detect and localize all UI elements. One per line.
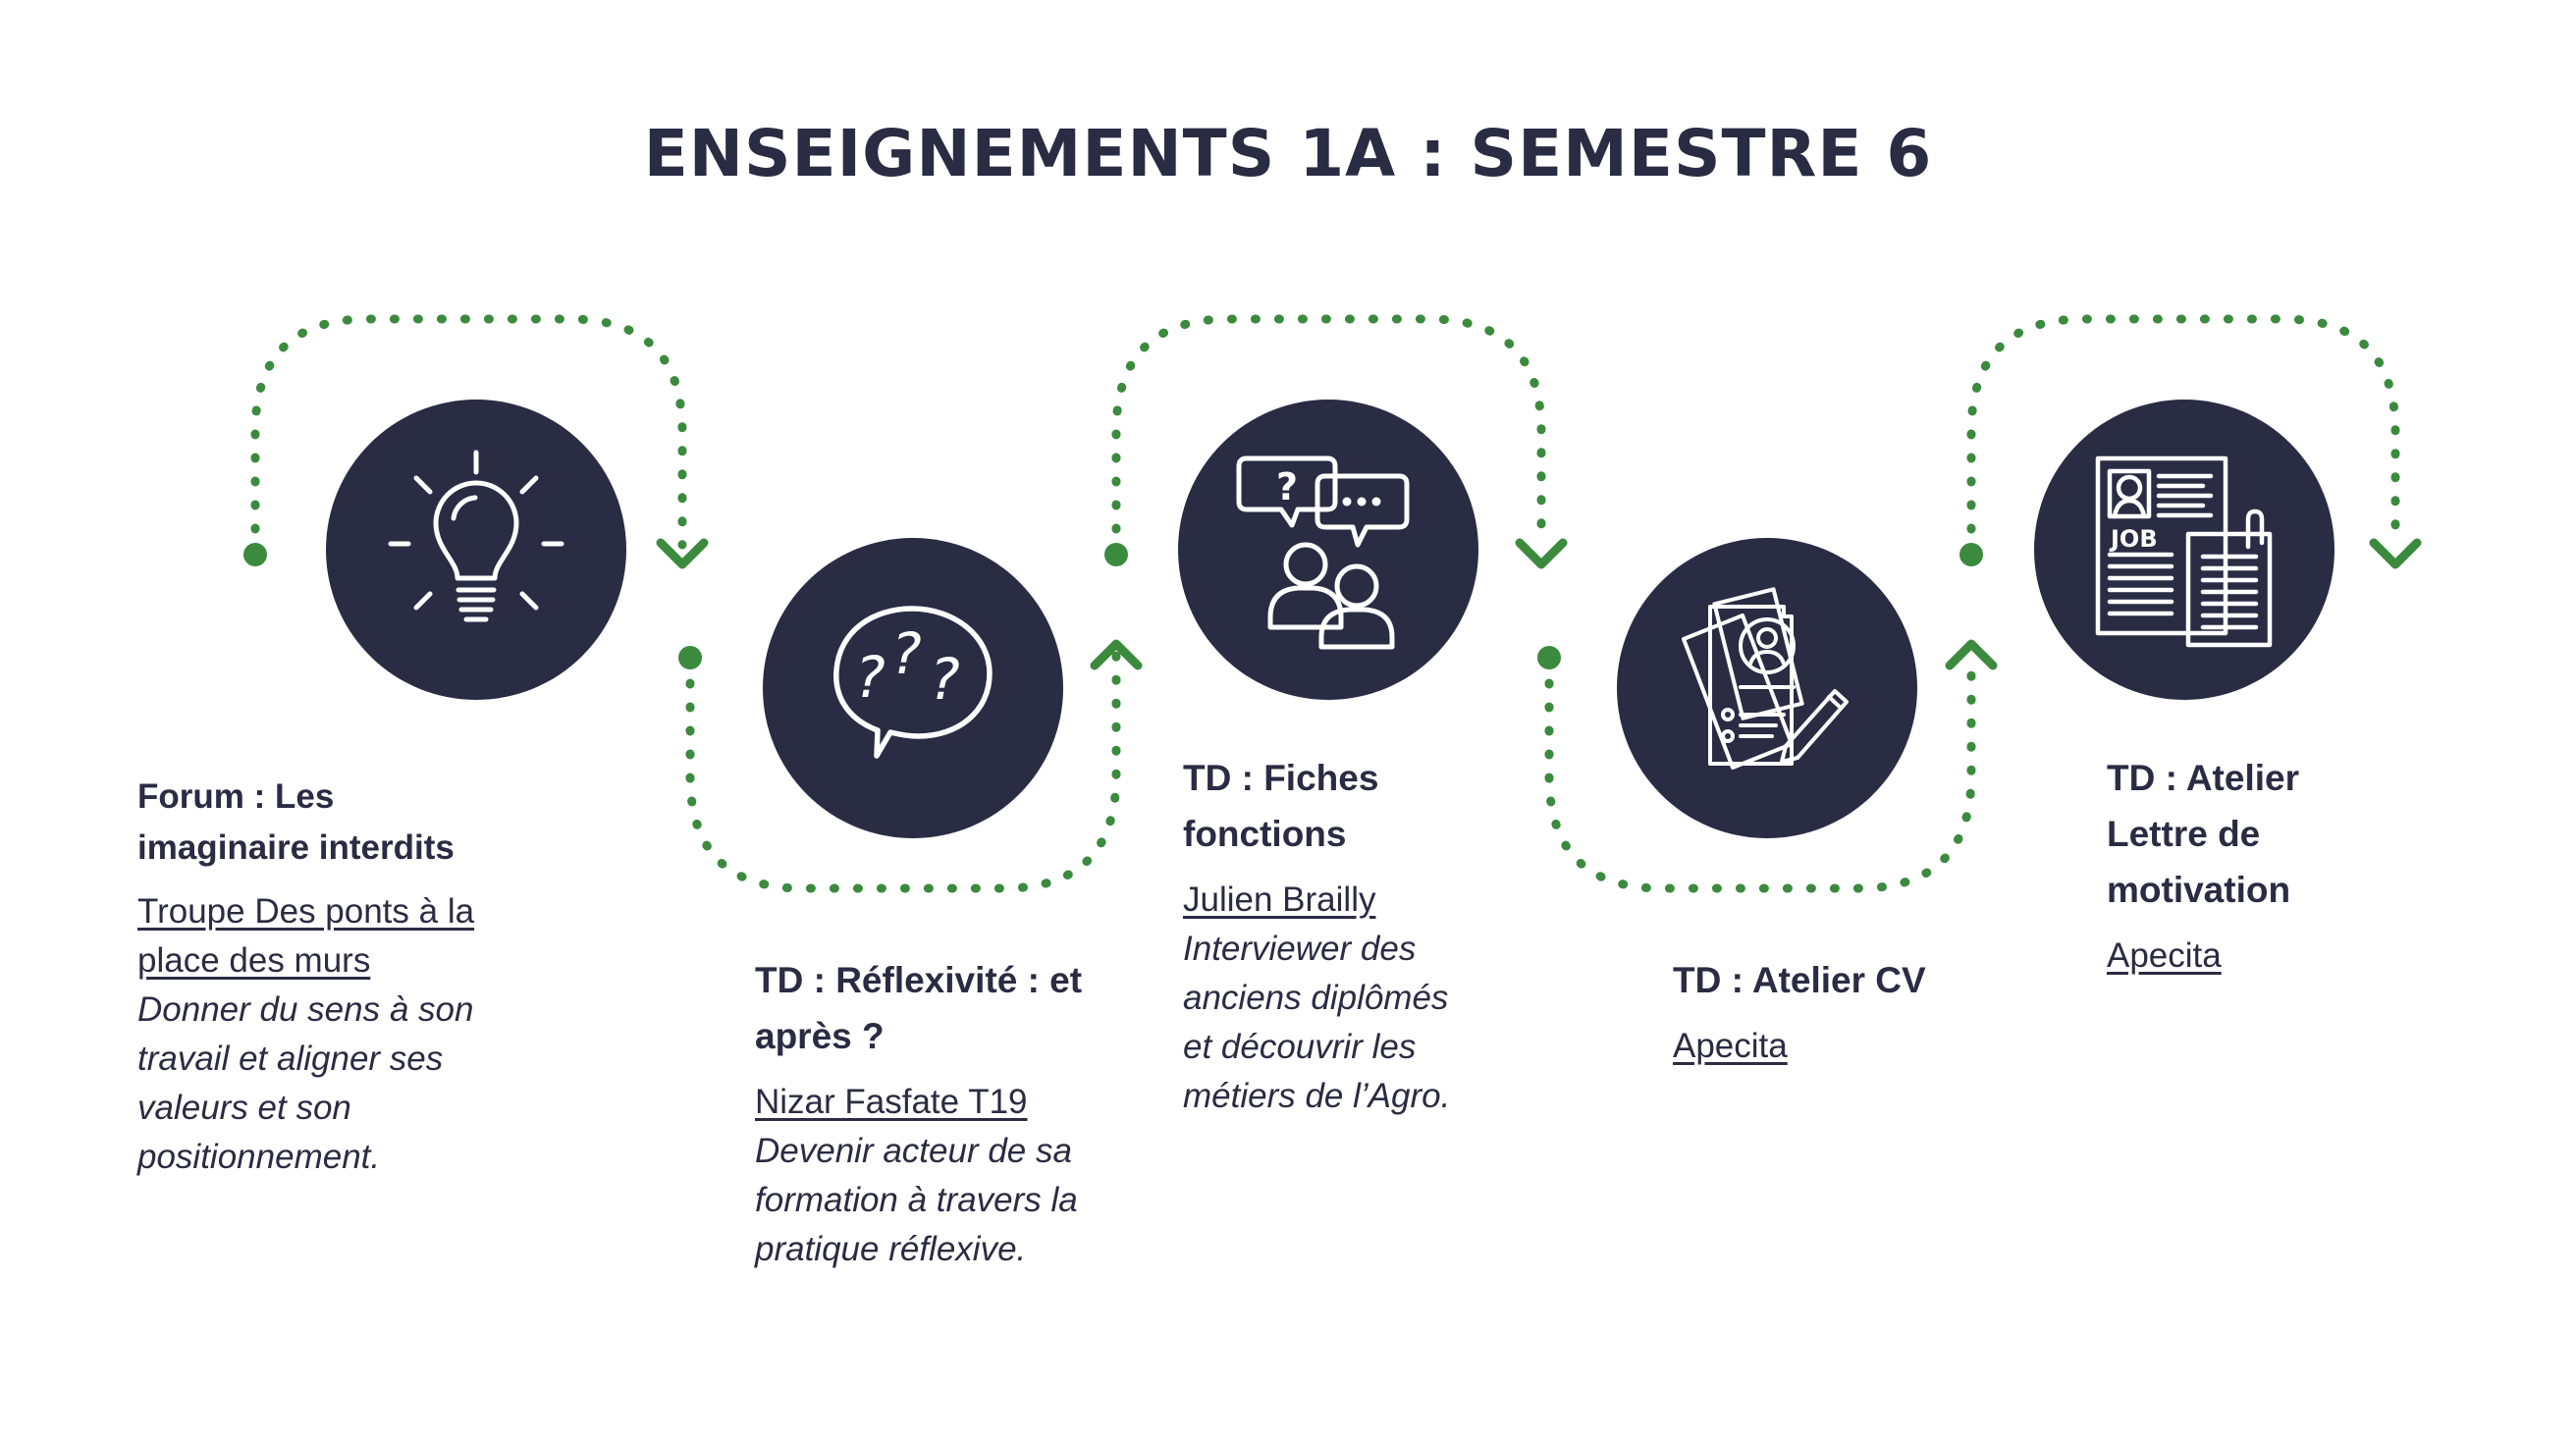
connector-arc-2	[685, 651, 1121, 893]
step-4-link[interactable]: Apecita	[1673, 1027, 1788, 1065]
step-1-description: Donner du sens à son travail et aligner …	[137, 990, 474, 1176]
connector-arc-4	[1544, 651, 1976, 893]
question-bubble-icon: ? ? ?	[833, 606, 993, 759]
step-2-text: TD : Réflexivité : et après ? Nizar Fasf…	[755, 952, 1089, 1274]
step-2-link[interactable]: Nizar Fasfate T19	[755, 1083, 1028, 1121]
connector-dot-3	[1104, 543, 1128, 566]
connector-dot-5	[1959, 543, 1983, 566]
step-4-title: TD : Atelier CV	[1673, 960, 1926, 1000]
arrowhead-up-2	[1090, 639, 1143, 670]
svg-text:?: ?	[891, 620, 922, 687]
step-5-link[interactable]: Apecita	[2107, 936, 2222, 975]
step-2-description: Devenir acteur de sa formation à travers…	[755, 1132, 1078, 1268]
job-letter-icon: JOB	[2095, 455, 2273, 648]
step-5-title: TD : Atelier Lettre de motivation	[2107, 758, 2299, 910]
svg-text:?: ?	[855, 644, 886, 711]
arrowhead-down-5	[2369, 538, 2422, 569]
svg-text:?: ?	[1276, 465, 1298, 508]
step-3-circle: ?	[1178, 400, 1478, 700]
connector-arc-5	[1966, 314, 2400, 558]
step-2-title: TD : Réflexivité : et après ?	[755, 960, 1083, 1056]
step-1-link[interactable]: Troupe Des ponts à la place des murs	[137, 892, 475, 980]
arrowhead-up-4	[1945, 639, 1998, 670]
step-2-circle: ? ? ?	[763, 538, 1063, 838]
step-1-circle	[326, 400, 626, 700]
arrowhead-down-3	[1515, 538, 1568, 569]
connector-dot-1	[243, 543, 267, 566]
arrowhead-down-1	[656, 538, 709, 569]
step-4-circle	[1617, 538, 1917, 838]
step-3-text: TD : Fiches fonctions Julien Brailly Int…	[1183, 750, 1468, 1121]
step-5-text: TD : Atelier Lettre de motivation Apecit…	[2107, 750, 2362, 981]
step-4-text: TD : Atelier CV Apecita	[1673, 952, 2026, 1071]
step-5-circle: JOB	[2034, 400, 2334, 700]
interview-icon: ?	[1236, 455, 1410, 650]
connector-dot-2	[678, 646, 702, 669]
step-3-description: Interviewer des anciens diplômés et déco…	[1183, 930, 1451, 1115]
svg-text:JOB: JOB	[2109, 525, 2158, 553]
step-3-link[interactable]: Julien Brailly	[1183, 881, 1376, 919]
step-1-text: Forum : Les imaginaire interdits Troupe …	[137, 772, 510, 1182]
connector-arc-1	[250, 314, 687, 558]
svg-text:?: ?	[930, 646, 960, 713]
cv-document-icon	[1682, 587, 1849, 770]
step-1-title: Forum : Les imaginaire interdits	[137, 777, 455, 867]
lightbulb-icon	[388, 450, 564, 622]
connector-arc-3	[1111, 314, 1546, 558]
page-title: ENSEIGNEMENTS 1A : SEMESTRE 6	[643, 116, 1933, 191]
connector-dot-4	[1537, 646, 1561, 669]
step-3-title: TD : Fiches fonctions	[1183, 758, 1379, 854]
